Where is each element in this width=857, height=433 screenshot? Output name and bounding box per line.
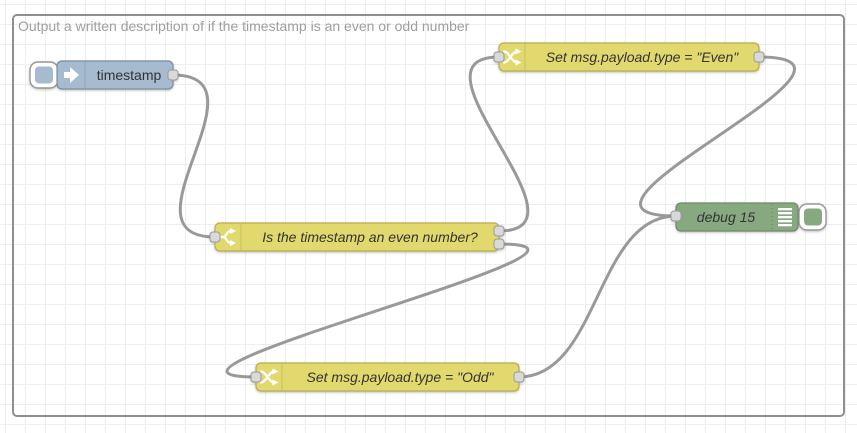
- switch-icon: [217, 228, 236, 246]
- wire-inject-to-switch[interactable]: [172, 73, 216, 239]
- change-odd-output-port[interactable]: [513, 371, 525, 383]
- debug-toggle-button[interactable]: [798, 203, 827, 231]
- debug-input-port[interactable]: [670, 210, 682, 222]
- node-inject-timestamp[interactable]: timestamp: [29, 60, 179, 90]
- inject-output-port[interactable]: [167, 69, 179, 81]
- debug-node-label: debug 15: [697, 209, 756, 225]
- switch-input-port[interactable]: [209, 231, 221, 243]
- switch-output-port-1[interactable]: [493, 225, 505, 237]
- node-debug[interactable]: debug 15: [670, 202, 827, 232]
- change-odd-node-label: Set msg.payload.type = "Odd": [307, 369, 495, 385]
- node-switch[interactable]: Is the timestamp an even number?: [209, 222, 505, 252]
- change-even-node-label: Set msg.payload.type = "Even": [546, 49, 739, 65]
- arrow-in-icon: [64, 67, 79, 83]
- group-label: Output a written description of if the t…: [18, 18, 470, 34]
- node-change-odd[interactable]: Set msg.payload.type = "Odd": [250, 362, 525, 392]
- node-change-even[interactable]: Set msg.payload.type = "Even": [493, 42, 765, 72]
- list-icon: [778, 208, 792, 227]
- shuffle-icon: [259, 368, 279, 386]
- change-even-output-port[interactable]: [753, 51, 765, 63]
- wire-switch-to-change-odd[interactable]: [225, 242, 530, 379]
- change-even-input-port[interactable]: [493, 51, 505, 63]
- wire-change-even-to-debug[interactable]: [639, 55, 796, 218]
- group-outline[interactable]: [12, 14, 845, 417]
- wire-switch-to-change-even[interactable]: [468, 55, 530, 233]
- inject-node-label: timestamp: [97, 67, 162, 83]
- wires: [172, 55, 796, 379]
- wire-change-odd-to-debug[interactable]: [518, 214, 677, 379]
- inject-button[interactable]: [29, 61, 59, 89]
- change-odd-input-port[interactable]: [250, 371, 262, 383]
- shuffle-icon: [502, 48, 522, 66]
- switch-output-port-2[interactable]: [493, 238, 505, 250]
- switch-node-label: Is the timestamp an even number?: [262, 229, 478, 245]
